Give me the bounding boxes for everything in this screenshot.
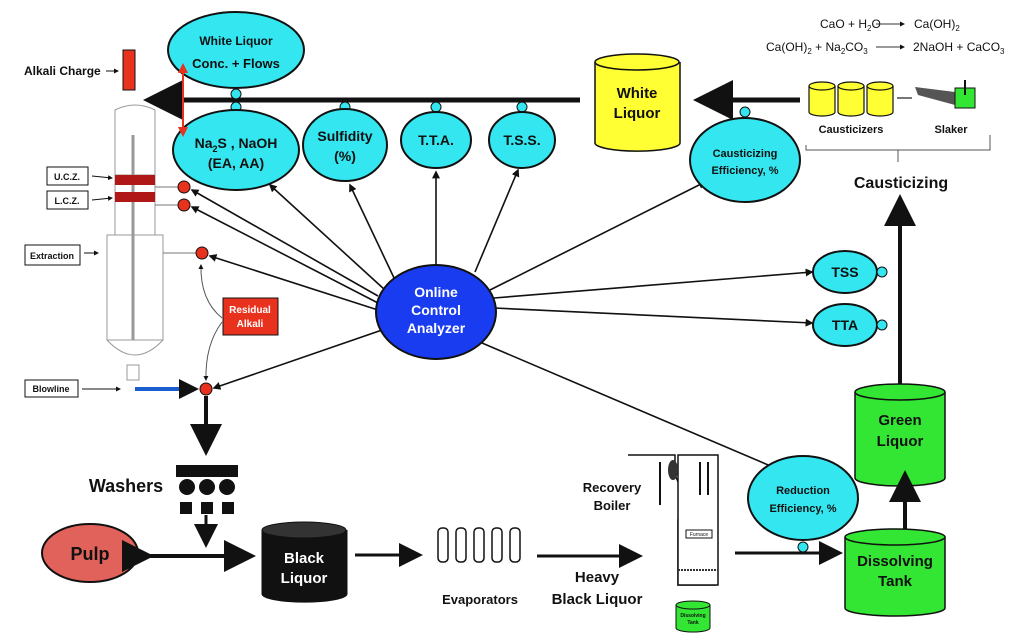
svg-text:Boiler: Boiler (594, 498, 631, 513)
washers: Washers (89, 465, 238, 514)
dissolving-tank: Dissolving Tank (844, 528, 946, 617)
svg-text:Pulp: Pulp (71, 544, 110, 564)
svg-text:Tank: Tank (878, 573, 913, 590)
svg-text:Blowline: Blowline (32, 384, 69, 394)
svg-text:Causticizing: Causticizing (713, 148, 778, 160)
alkali-charge-label: Alkali Charge (24, 64, 101, 78)
svg-text:Recovery: Recovery (583, 480, 642, 495)
causticizers: Causticizers (808, 81, 912, 136)
svg-text:Furnace: Furnace (690, 532, 709, 538)
svg-text:Causticizers: Causticizers (819, 124, 884, 136)
svg-text:Liquor: Liquor (281, 570, 328, 587)
tss-node: TSS (812, 250, 888, 294)
causticizing-efficiency-node: Causticizing Efficiency, % (689, 106, 801, 203)
digester: Alkali Charge U.C.Z. L.C.Z. Extraction B… (24, 49, 279, 399)
heavy-black-liquor-label-2: Black Liquor (552, 591, 643, 608)
tta-top-node: T.T.A. (400, 101, 472, 169)
svg-text:Green: Green (878, 412, 921, 429)
svg-text:Black: Black (284, 550, 325, 567)
svg-text:Alkali: Alkali (237, 319, 264, 330)
svg-text:TTA: TTA (832, 317, 858, 333)
svg-text:White: White (617, 85, 658, 102)
svg-text:Sulfidity: Sulfidity (317, 128, 372, 144)
svg-text:Slaker: Slaker (934, 124, 968, 136)
online-control-analyzer: Online Control Analyzer (375, 264, 497, 360)
svg-text:Evaporators: Evaporators (442, 592, 518, 607)
tta-node: TTA (812, 303, 888, 347)
causticizing-label: Causticizing (854, 175, 948, 192)
svg-text:Tank: Tank (687, 620, 699, 626)
evaporators: Evaporators (437, 527, 521, 607)
white-liquor-tank: White Liquor (594, 53, 681, 152)
svg-text:Na2S , NaOH: Na2S , NaOH (195, 135, 278, 154)
reduction-efficiency-node: Reduction Efficiency, % (747, 455, 859, 553)
svg-text:Efficiency, %: Efficiency, % (711, 165, 778, 177)
svg-text:U.C.Z.: U.C.Z. (54, 172, 80, 182)
black-liquor-tank: Black Liquor (261, 521, 348, 603)
svg-text:Analyzer: Analyzer (407, 320, 466, 336)
svg-text:2NaOH + CaCO3: 2NaOH + CaCO3 (913, 40, 1005, 56)
svg-text:Efficiency, %: Efficiency, % (769, 503, 836, 515)
svg-text:TSS: TSS (831, 264, 858, 280)
recovery-boiler: Recovery Boiler Furnace Dissolving Tank (583, 454, 719, 633)
green-liquor-tank: Green Liquor (854, 383, 946, 487)
svg-text:Conc. + Flows: Conc. + Flows (192, 56, 280, 71)
pulp-node: Pulp (41, 523, 139, 583)
svg-text:Extraction: Extraction (30, 251, 74, 261)
svg-text:L.C.Z.: L.C.Z. (55, 196, 80, 206)
svg-text:T.S.S.: T.S.S. (503, 132, 540, 148)
svg-text:(EA, AA): (EA, AA) (208, 155, 264, 171)
svg-text:(%): (%) (334, 148, 356, 164)
heavy-black-liquor-label: Heavy (575, 569, 620, 586)
white-liquor-conc-node: White Liquor Conc. + Flows (167, 11, 305, 89)
svg-text:CaO + H2O: CaO + H2O (820, 17, 881, 33)
svg-text:White Liquor: White Liquor (199, 34, 273, 48)
svg-text:T.T.A.: T.T.A. (418, 132, 454, 148)
svg-text:Residual: Residual (229, 305, 271, 316)
svg-text:Liquor: Liquor (614, 105, 661, 122)
tss-top-node: T.S.S. (488, 101, 556, 169)
svg-text:Washers: Washers (89, 476, 163, 496)
svg-text:Liquor: Liquor (877, 433, 924, 450)
svg-text:Reduction: Reduction (776, 485, 830, 497)
svg-text:Control: Control (411, 302, 461, 318)
svg-text:Dissolving: Dissolving (857, 553, 933, 570)
svg-text:Online: Online (414, 284, 458, 300)
causticizing-bracket (805, 135, 991, 162)
reactions: CaO + H2O Ca(OH)2 Ca(OH)2 + Na2CO3 2NaOH… (766, 17, 1005, 56)
analyzer-connections (190, 168, 814, 472)
svg-text:Ca(OH)2: Ca(OH)2 (914, 17, 960, 33)
slaker: Slaker (915, 80, 976, 136)
svg-text:Dissolving: Dissolving (680, 613, 705, 619)
svg-text:Ca(OH)2 + Na2CO3: Ca(OH)2 + Na2CO3 (766, 40, 868, 56)
sulfidity-node: Sulfidity (%) (302, 101, 388, 182)
na2s-naoh-node: Na2S , NaOH (EA, AA) (172, 109, 300, 191)
